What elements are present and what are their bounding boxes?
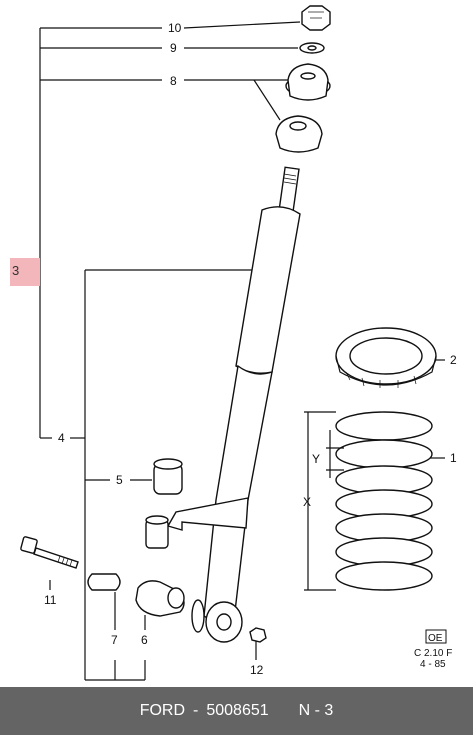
spring-seat-part — [335, 327, 437, 388]
small-nut-part — [249, 627, 267, 643]
bracket-sleeve-part — [145, 515, 169, 549]
lower-mount-part — [275, 115, 323, 153]
stamp-badge-box — [425, 629, 447, 644]
callout-1: 1 — [450, 451, 457, 465]
callout-10: 10 — [168, 21, 182, 35]
upper-mount-part — [285, 63, 331, 101]
shock-absorber-part — [166, 166, 301, 643]
stamp-line1: C 2.10 F — [414, 648, 452, 659]
stamp-line2: 4 - 85 — [420, 659, 446, 670]
footer-brand: FORD — [139, 702, 186, 719]
footer-separator: - — [193, 702, 199, 719]
washer-part — [299, 42, 325, 54]
dimension-x: X — [303, 495, 311, 509]
callout-2: 2 — [450, 353, 457, 367]
stamp-badge: OE — [428, 633, 443, 644]
footer-part-number: 5008651 — [206, 702, 269, 719]
nut-part — [301, 5, 331, 31]
bushing-part — [153, 458, 183, 495]
bolt-part — [20, 536, 79, 569]
highlight-marker — [10, 258, 40, 286]
callout-5: 5 — [116, 473, 123, 487]
parts-diagram: 10 9 8 4 2 1 5 11 7 6 12 Y X OE C 2.10 F… — [20, 5, 457, 681]
callout-12: 12 — [250, 663, 264, 677]
lower-bushing-part — [135, 580, 185, 617]
footer-variant: N - 3 — [298, 702, 334, 719]
callout-9: 9 — [170, 41, 177, 55]
callout-4: 4 — [58, 431, 65, 445]
callout-8: 8 — [170, 74, 177, 88]
footer-bar: FORD - 5008651 N - 3 — [0, 687, 473, 735]
highlight-label: 3 — [12, 263, 20, 278]
callout-6: 6 — [141, 633, 148, 647]
coil-spring-part — [304, 411, 433, 591]
callout-7: 7 — [111, 633, 118, 647]
dimension-y: Y — [312, 452, 320, 466]
spacer-part — [87, 573, 121, 591]
callout-11: 11 — [44, 593, 57, 607]
